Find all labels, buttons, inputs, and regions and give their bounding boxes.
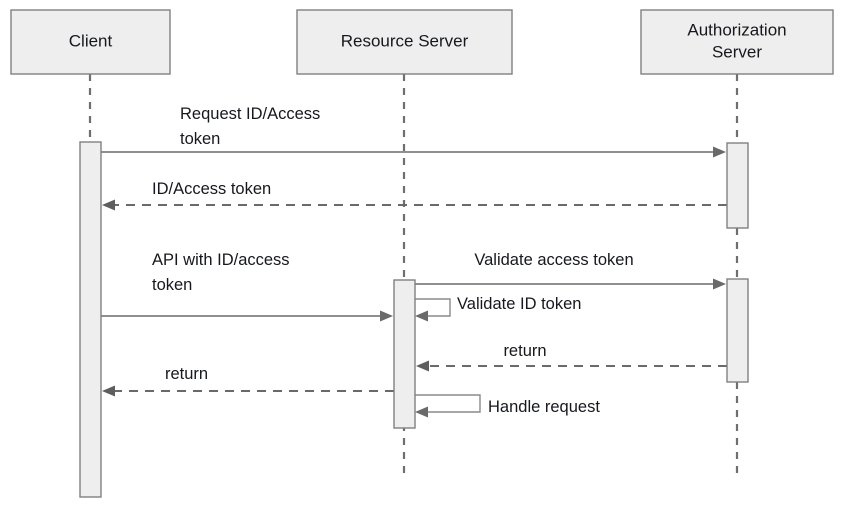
arrowhead-icon [415, 406, 428, 418]
message-label-msg-request-token: Request ID/Access [180, 105, 320, 123]
self-call-path [415, 394, 481, 413]
activation-bar-resource_server[interactable] [393, 279, 416, 429]
message-label-msg-id-access-token: ID/Access token [152, 180, 271, 198]
arrowhead-icon [713, 278, 726, 290]
self-call-path [415, 298, 451, 317]
message-label-msg-api-call: API with ID/access [152, 251, 290, 269]
participant-label-resource_server: Resource Server [341, 31, 469, 50]
arrowhead-icon [102, 385, 115, 397]
activations-layer [79, 141, 749, 498]
arrowhead-icon [380, 310, 393, 322]
participant-resource_server[interactable]: Resource Server [296, 9, 513, 75]
arrowhead-icon [102, 199, 115, 211]
message-msg-request-token[interactable] [101, 146, 726, 158]
message-label-msg-validate-id-token: Validate ID token [457, 295, 581, 313]
arrowhead-icon [713, 146, 726, 158]
activation-bar-authorization_server[interactable] [726, 278, 749, 383]
arrowhead-icon [415, 310, 428, 322]
participant-label-authorization_server: Authorization [687, 20, 786, 39]
participant-client[interactable]: Client [10, 9, 171, 75]
participant-label-authorization_server: Server [712, 42, 762, 61]
message-label-msg-client-return: return [165, 365, 208, 383]
message-msg-auth-return[interactable] [416, 360, 727, 372]
message-msg-handle-request[interactable] [415, 394, 481, 418]
activation-bar-authorization_server[interactable] [726, 142, 749, 229]
message-msg-id-access-token[interactable] [102, 199, 727, 211]
message-label-msg-request-token: token [180, 130, 220, 148]
arrowhead-icon [416, 360, 429, 372]
message-msg-validate-id-token[interactable] [415, 298, 451, 322]
activation-bar-client[interactable] [79, 141, 102, 498]
participant-box-resource_server [296, 9, 513, 75]
message-msg-client-return[interactable] [102, 385, 394, 397]
message-label-msg-api-call: token [152, 276, 192, 294]
participant-box-client [10, 9, 171, 75]
message-label-msg-auth-return: return [503, 342, 546, 360]
participant-box-authorization_server [640, 9, 834, 75]
messages-layer [101, 146, 727, 418]
message-label-msg-validate-access-token: Validate access token [474, 251, 633, 269]
message-label-msg-handle-request: Handle request [488, 398, 600, 416]
message-msg-api-call[interactable] [101, 310, 393, 322]
participant-label-client: Client [69, 31, 113, 50]
message-msg-validate-access-token[interactable] [415, 278, 726, 290]
